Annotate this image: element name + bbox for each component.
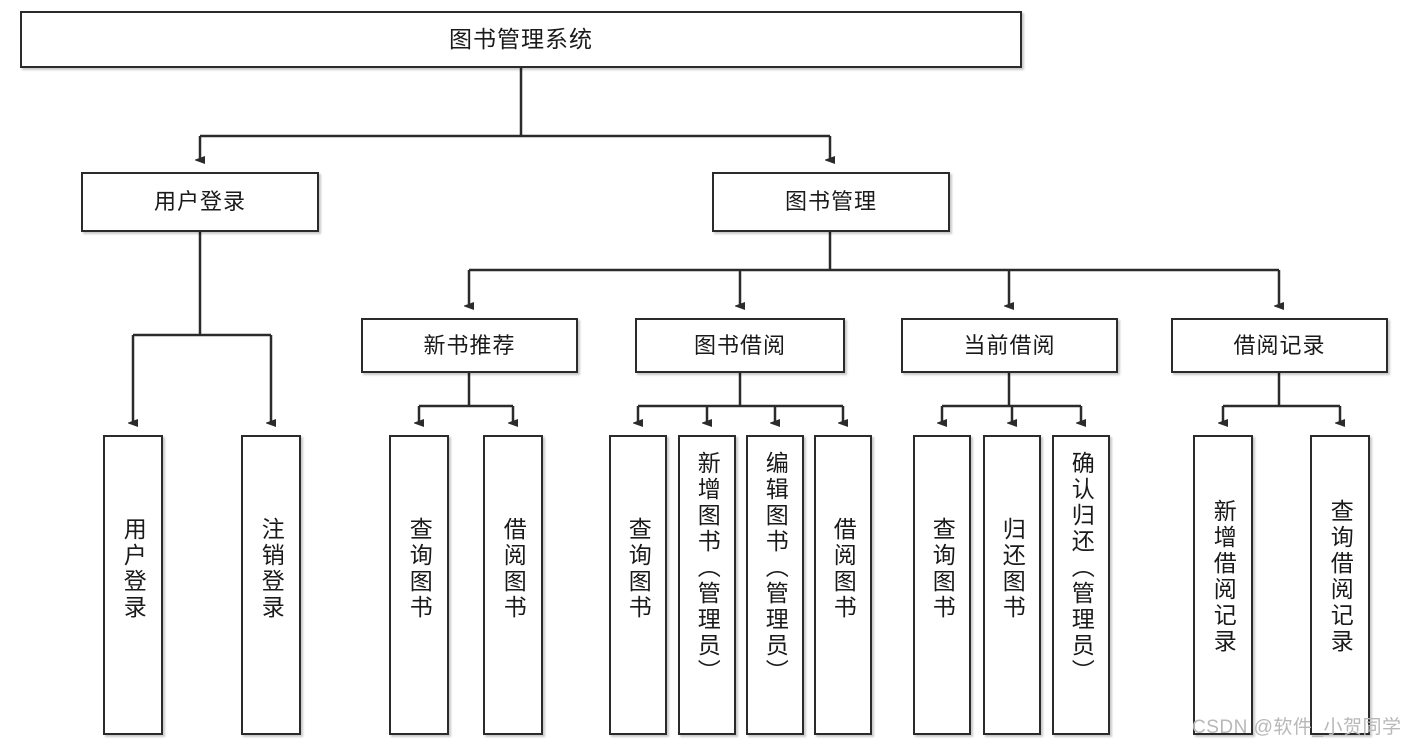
node-leaf-logout[interactable]: 注销登录 bbox=[241, 435, 301, 735]
node-leaf-return-book[interactable]: 归还图书 bbox=[983, 435, 1041, 735]
node-label: 用户登录 bbox=[120, 517, 147, 621]
node-leaf-query-book-current[interactable]: 查询图书 bbox=[913, 435, 971, 735]
node-label: 查询图书 bbox=[406, 517, 433, 621]
node-current-borrow[interactable]: 当前借阅 bbox=[901, 318, 1118, 373]
node-label: 图书管理 bbox=[784, 189, 877, 215]
node-label: 查询图书 bbox=[625, 517, 652, 621]
node-label: 图书管理系统 bbox=[449, 26, 593, 53]
node-user-login[interactable]: 用户登录 bbox=[81, 172, 319, 232]
csdn-watermark: CSDN @软件_小贺同学 bbox=[1192, 717, 1402, 738]
node-leaf-borrow-book-borrow[interactable]: 借阅图书 bbox=[814, 435, 872, 735]
node-label: 确认归还（管理员） bbox=[1068, 451, 1095, 685]
node-leaf-edit-book-admin[interactable]: 编辑图书（管理员） bbox=[746, 435, 804, 735]
node-leaf-query-book-borrow[interactable]: 查询图书 bbox=[609, 435, 667, 735]
node-leaf-query-borrow-record[interactable]: 查询借阅记录 bbox=[1310, 435, 1370, 735]
node-label: 借阅记录 bbox=[1233, 332, 1326, 358]
node-label: 新书推荐 bbox=[423, 332, 516, 358]
node-leaf-user-login[interactable]: 用户登录 bbox=[103, 435, 163, 735]
node-label: 当前借阅 bbox=[963, 332, 1056, 358]
node-label: 借阅图书 bbox=[500, 517, 527, 621]
node-new-book-recommend[interactable]: 新书推荐 bbox=[361, 318, 578, 373]
node-label: 归还图书 bbox=[999, 517, 1026, 621]
node-leaf-add-book-admin[interactable]: 新增图书（管理员） bbox=[678, 435, 736, 735]
node-label: 借阅图书 bbox=[830, 517, 857, 621]
node-root-book-management-system[interactable]: 图书管理系统 bbox=[20, 11, 1022, 68]
node-book-management[interactable]: 图书管理 bbox=[712, 172, 950, 232]
node-leaf-confirm-return-admin[interactable]: 确认归还（管理员） bbox=[1052, 435, 1110, 735]
node-label: 图书借阅 bbox=[693, 332, 786, 358]
node-label: 用户登录 bbox=[153, 189, 246, 215]
node-label: 查询借阅记录 bbox=[1327, 499, 1354, 655]
node-leaf-borrow-book-rec[interactable]: 借阅图书 bbox=[483, 435, 543, 735]
node-leaf-add-borrow-record[interactable]: 新增借阅记录 bbox=[1193, 435, 1253, 735]
node-book-borrow[interactable]: 图书借阅 bbox=[635, 318, 845, 373]
node-label: 新增图书（管理员） bbox=[694, 451, 721, 685]
node-borrow-record[interactable]: 借阅记录 bbox=[1171, 318, 1388, 373]
node-label: 注销登录 bbox=[258, 517, 285, 621]
node-label: 查询图书 bbox=[929, 517, 956, 621]
node-label: 编辑图书（管理员） bbox=[762, 451, 789, 685]
node-leaf-query-book-rec[interactable]: 查询图书 bbox=[389, 435, 449, 735]
node-label: 新增借阅记录 bbox=[1210, 499, 1237, 655]
